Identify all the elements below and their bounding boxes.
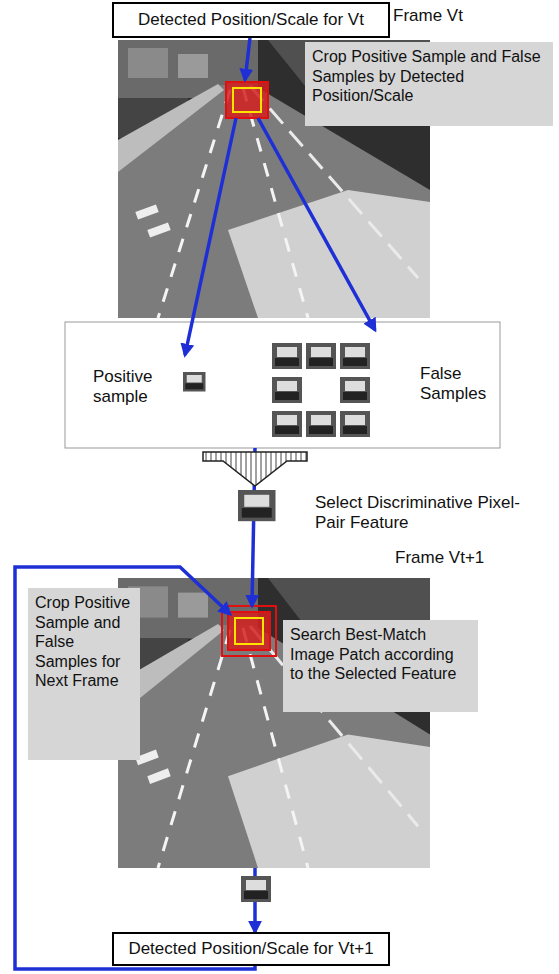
video-frame: Frame VtCrop Positive Sample and False S…	[118, 40, 430, 318]
box-text: Search Best-Match Image Patch according …	[290, 625, 471, 684]
illustration-part	[183, 372, 206, 392]
callout-box: Search Best-Match Image Patch according …	[283, 620, 478, 712]
illustration-part	[233, 88, 261, 112]
video-frame: Frame Vt+1Search Best-Match Image Patch …	[118, 578, 430, 868]
illustration-part	[203, 452, 307, 486]
panel-label: False Samples	[420, 364, 496, 405]
illustration-part	[272, 411, 302, 437]
frame-heading: Frame Vt+1	[395, 548, 484, 568]
illustration-part	[272, 377, 302, 403]
callout-box: Crop Positive Sample and False Samples f…	[28, 588, 140, 760]
process-box: Detected Position/Scale for Vt+1	[112, 932, 390, 966]
illustration-part	[226, 82, 268, 118]
illustration-part	[340, 343, 370, 369]
illustration-part	[340, 377, 370, 403]
flow-arrow	[185, 118, 236, 355]
illustration-part	[238, 490, 276, 521]
illustration-part	[340, 411, 370, 437]
box-text: Crop Positive Sample and False Samples f…	[35, 593, 133, 691]
flow-arrow	[15, 567, 255, 969]
box-text: Crop Positive Sample and False Samples b…	[312, 47, 546, 106]
box-text: Detected Position/Scale for Vt	[138, 10, 364, 30]
flow-arrow	[258, 118, 375, 330]
frame-heading: Frame Vt	[393, 6, 463, 26]
illustration-part	[306, 343, 336, 369]
step-label: Select Discriminative Pixel-Pair Feature	[315, 493, 535, 534]
illustration-part	[235, 618, 263, 644]
panel-label: Positive sample	[93, 367, 173, 408]
illustration-part	[65, 322, 500, 448]
illustration-part	[228, 612, 270, 650]
sample-panel: Positive sample False Samples	[65, 322, 500, 448]
box-text: Detected Position/Scale for Vt+1	[128, 939, 373, 959]
callout-box: Crop Positive Sample and False Samples b…	[305, 42, 553, 126]
illustration-part	[306, 411, 336, 437]
process-box: Detected Position/Scale for Vt	[112, 2, 390, 38]
illustration-part	[272, 343, 302, 369]
illustration-part	[241, 876, 271, 902]
flow-arrow	[245, 38, 250, 80]
